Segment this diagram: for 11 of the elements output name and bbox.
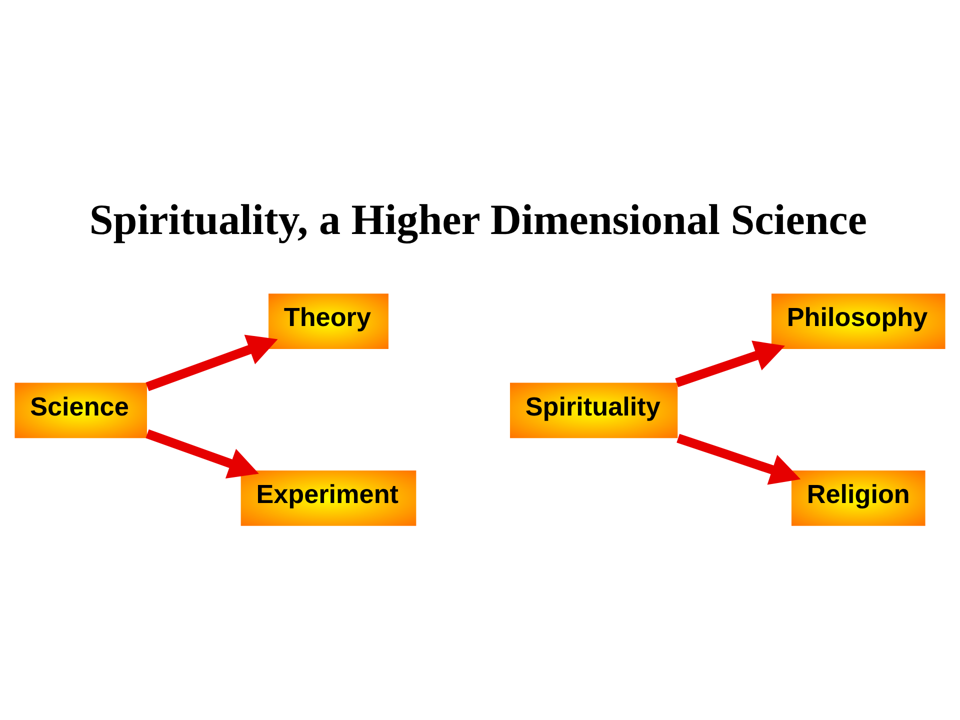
arrow <box>146 334 278 391</box>
node-box: Theory <box>268 293 388 348</box>
arrow <box>676 433 801 484</box>
node-box: Spirituality <box>510 382 678 438</box>
node-box: Religion <box>791 470 926 526</box>
node-box: Philosophy <box>771 293 946 348</box>
arrow <box>146 428 259 478</box>
node-box: Science <box>14 382 147 438</box>
node-box: Experiment <box>240 470 416 526</box>
diagram-title: Spirituality, a Higher Dimensional Science <box>89 196 867 244</box>
arrow <box>675 340 785 387</box>
